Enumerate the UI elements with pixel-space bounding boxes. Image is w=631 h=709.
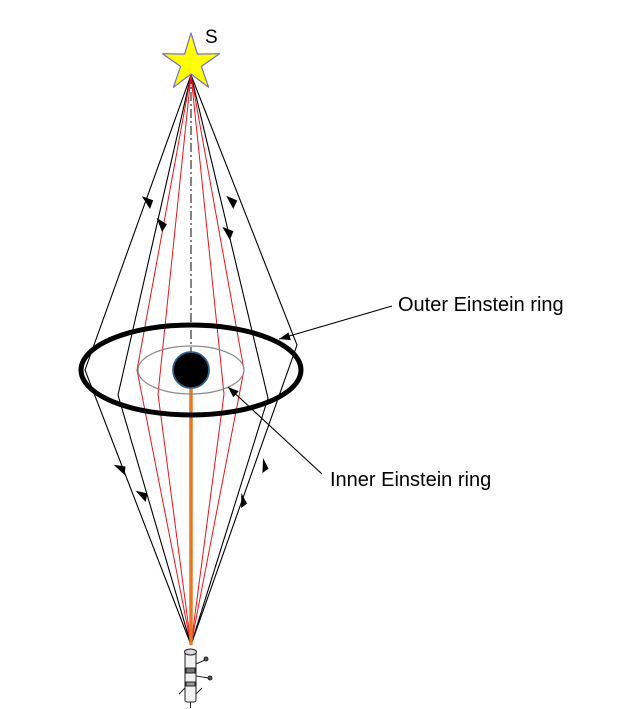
inner-ray-left-2 xyxy=(157,74,192,646)
inner-ray-right-2 xyxy=(190,74,225,646)
outer-ray-left-2 xyxy=(117,74,192,646)
outer-ray-right-2 xyxy=(190,74,269,646)
arrowhead xyxy=(113,464,126,475)
inner-einstein-ring xyxy=(137,345,245,395)
outer-einstein-ring xyxy=(78,322,304,418)
black-hole-icon xyxy=(172,351,210,389)
inner-einstein-ring-label: Inner Einstein ring xyxy=(330,469,492,491)
outer-ray-left-1 xyxy=(84,74,192,646)
arrowhead xyxy=(228,387,239,398)
inner-ring-pointer xyxy=(227,386,323,475)
outer-light-rays xyxy=(84,74,298,646)
arrowhead xyxy=(141,196,154,209)
outer-ray-right-1 xyxy=(190,74,298,646)
arrowhead xyxy=(226,195,238,209)
arrowhead xyxy=(156,217,167,232)
source-label: S xyxy=(205,27,218,48)
outer-einstein-ring-label: Outer Einstein ring xyxy=(398,294,564,316)
telescope-icon xyxy=(178,648,213,708)
arrowhead xyxy=(135,490,148,502)
outer-ring-pointer xyxy=(278,305,393,340)
arrowhead xyxy=(262,458,269,473)
inner-ray-left-1 xyxy=(136,74,192,646)
star-icon xyxy=(161,32,221,88)
arrowhead xyxy=(279,332,291,341)
arrowhead xyxy=(222,226,234,240)
ray-arrowheads xyxy=(113,195,269,508)
inner-light-rays xyxy=(136,74,245,646)
arrowhead xyxy=(241,493,248,508)
